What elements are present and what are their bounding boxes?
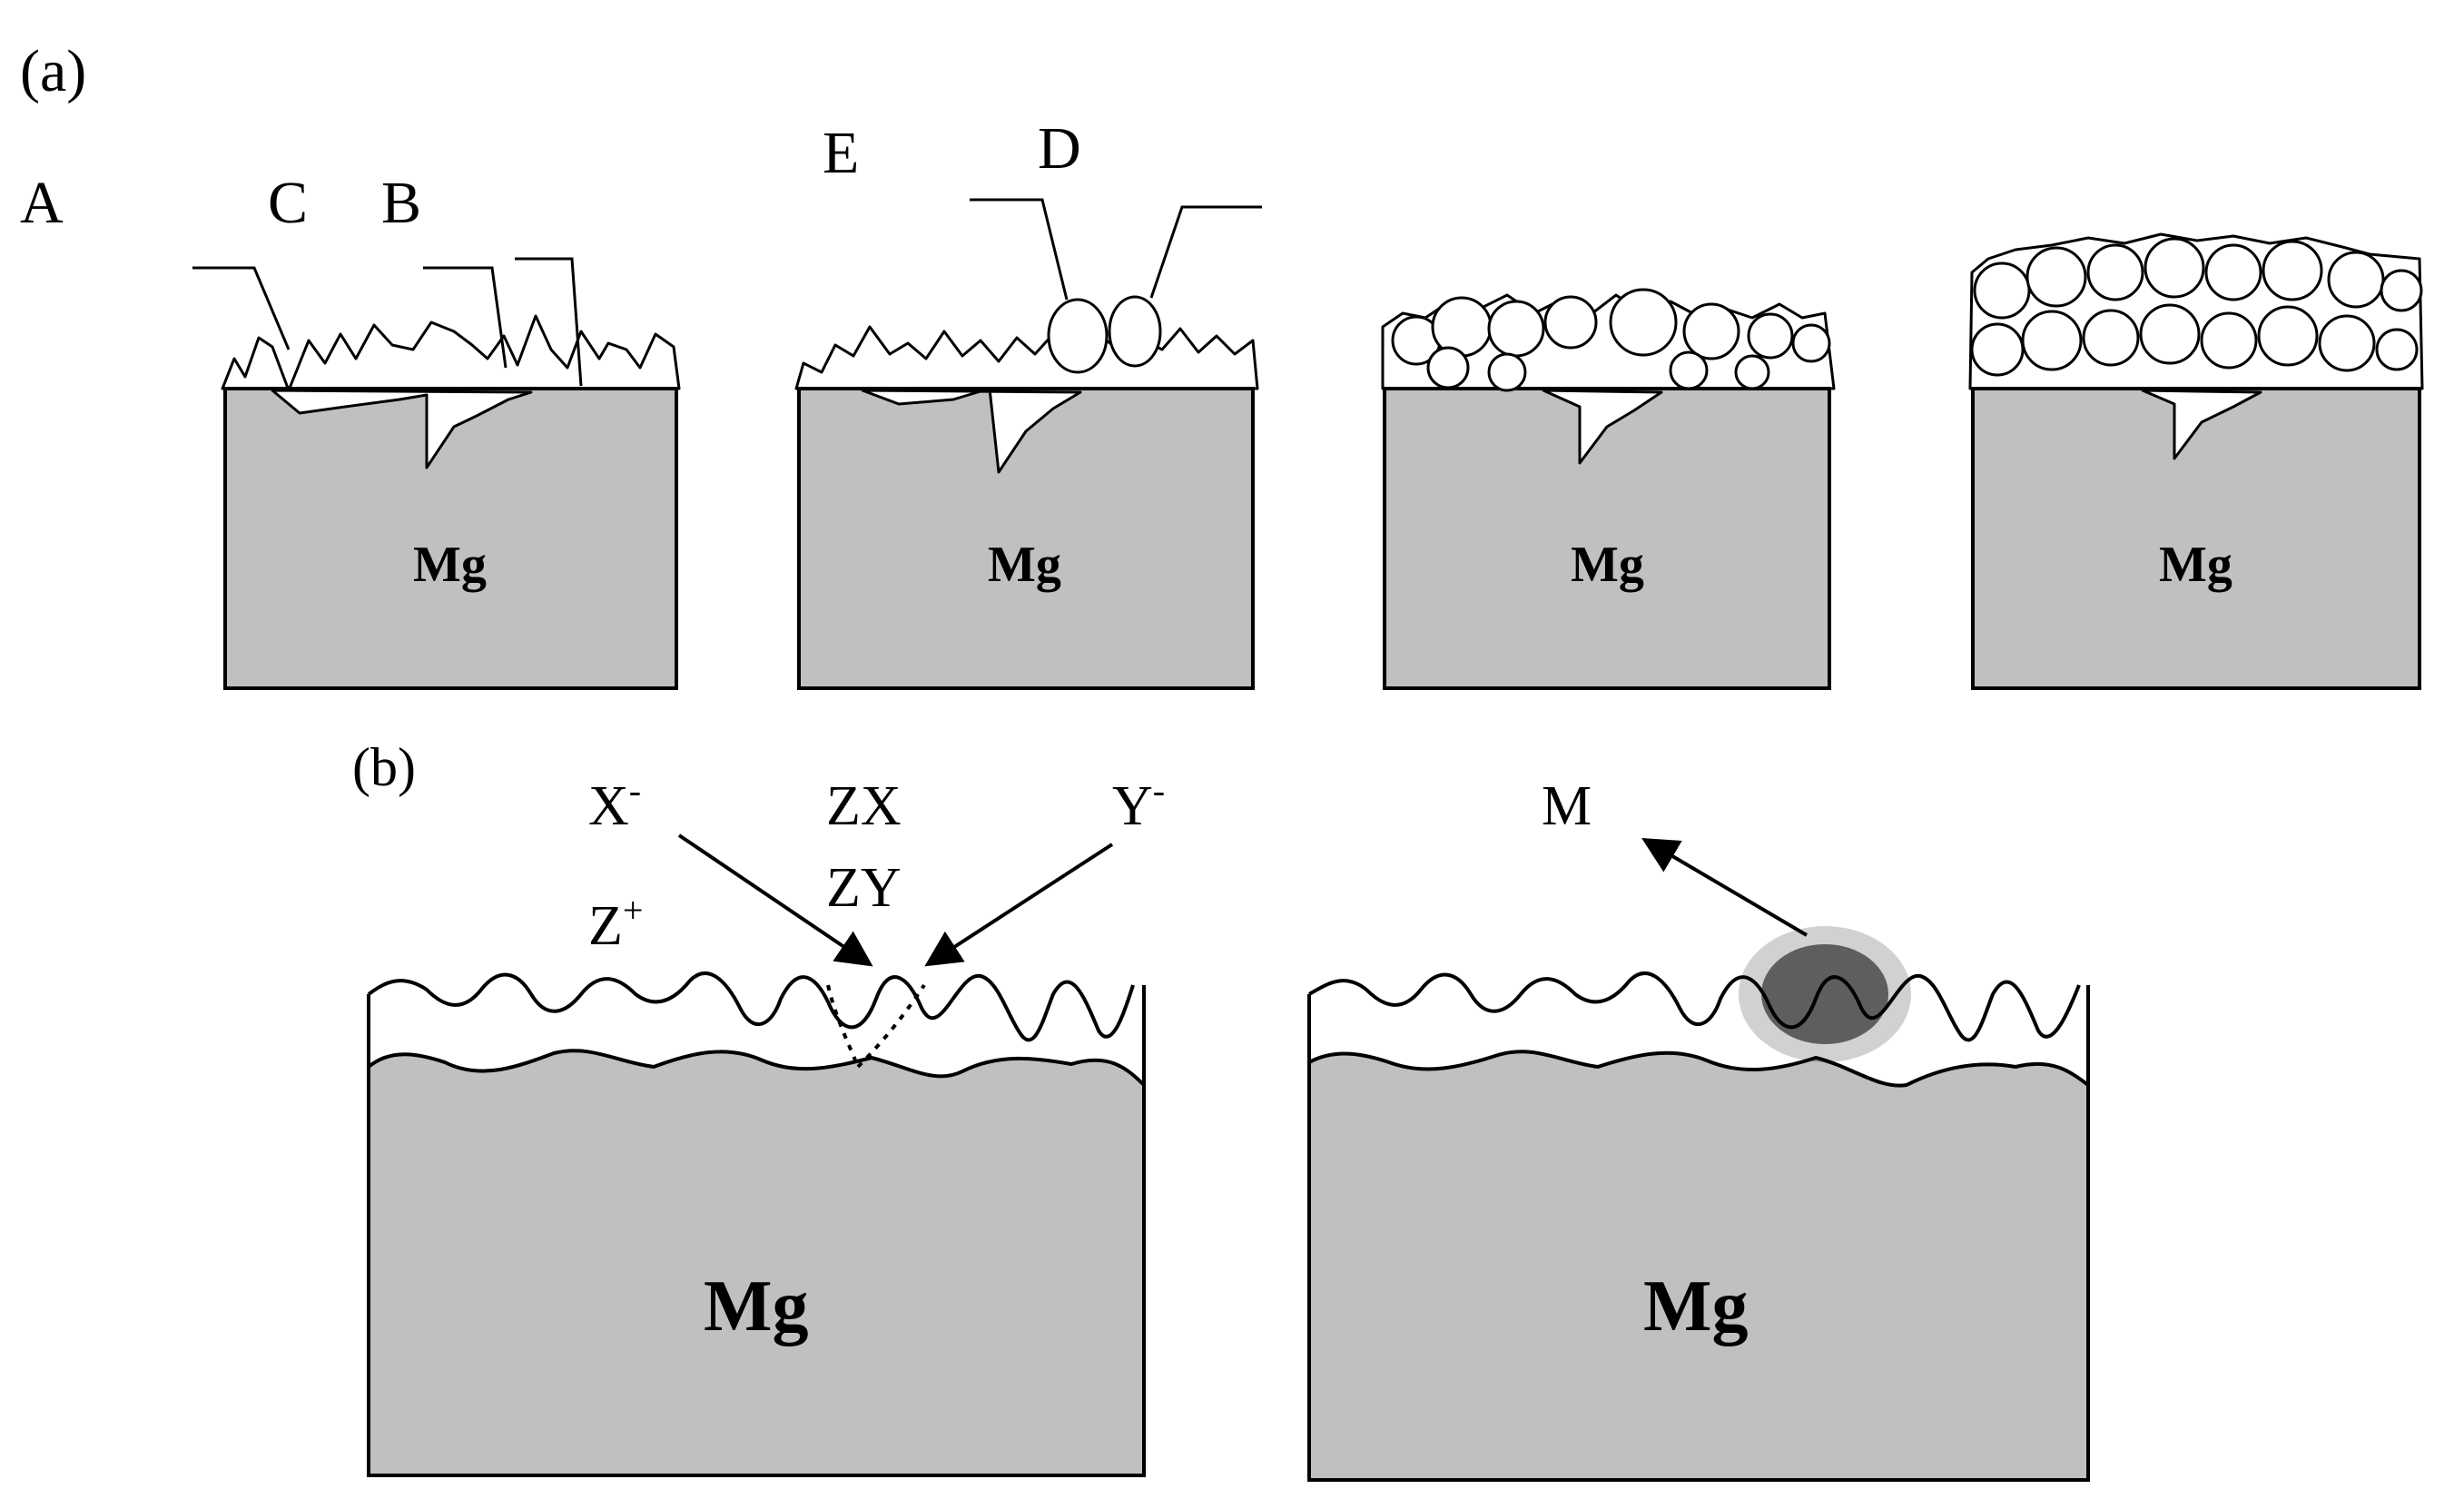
stage-4-grain bbox=[2257, 305, 2319, 367]
stage-3-grain bbox=[1487, 352, 1527, 392]
stage-4-grain bbox=[1973, 261, 2031, 320]
ion-y-minus-text: Y bbox=[1112, 775, 1153, 837]
stage-3-grains bbox=[1391, 288, 1831, 392]
stage-4-grain bbox=[2375, 328, 2419, 371]
ion-x-minus-sup: - bbox=[629, 770, 641, 811]
callout-a-label: A bbox=[20, 170, 64, 236]
stage-3-grain bbox=[1791, 323, 1831, 363]
ion-m-label: M bbox=[1542, 775, 1592, 837]
stage-4-grain bbox=[2200, 311, 2258, 370]
ion-y-minus-sup: - bbox=[1153, 770, 1165, 811]
panel-b-label: (b) bbox=[352, 737, 416, 797]
stage-4-grain bbox=[2318, 314, 2376, 372]
arrow-y-minus bbox=[924, 843, 1114, 967]
stage-4-grain bbox=[2144, 237, 2205, 299]
ion-z-plus-label: Z+ bbox=[588, 890, 643, 957]
panel-a-label: (a) bbox=[20, 38, 86, 104]
block-right-substrate bbox=[1307, 1050, 2090, 1482]
stage-4-grain bbox=[2025, 246, 2087, 308]
stage-2-film bbox=[794, 325, 1259, 390]
stage-2-mg-label: Mg bbox=[988, 537, 1061, 593]
block-left-substrate bbox=[367, 1049, 1146, 1477]
leader-b-2 bbox=[515, 257, 583, 387]
ion-zx-label: ZX bbox=[826, 775, 902, 837]
ion-z-plus-sup: + bbox=[623, 890, 644, 931]
stage-4-grain bbox=[2082, 309, 2140, 367]
stage-1-pit bbox=[271, 389, 533, 469]
block-left: Mg bbox=[367, 971, 1146, 1477]
ion-y-minus-label: Y- bbox=[1112, 770, 1165, 837]
stage-3-grain bbox=[1431, 296, 1493, 358]
leader-c bbox=[192, 266, 291, 350]
stage-3-grain bbox=[1747, 312, 1794, 360]
block-right-mg-label: Mg bbox=[1643, 1267, 1749, 1346]
stage-4-mg-label: Mg bbox=[2159, 537, 2232, 593]
stage-4-grain bbox=[2327, 251, 2385, 309]
stage-4-grain bbox=[2204, 243, 2262, 301]
particle-cloud-core bbox=[1761, 944, 1888, 1044]
stage-4-grain bbox=[2262, 240, 2323, 301]
stage-4-grain bbox=[2380, 269, 2423, 312]
stage-1-sketch: Mg bbox=[192, 257, 681, 690]
dissolution-particle-cloud bbox=[1739, 926, 1911, 1062]
arrow-m bbox=[1641, 837, 1809, 937]
particle-cloud-halo bbox=[1739, 926, 1911, 1062]
leader-d-2 bbox=[1149, 205, 1262, 299]
leader-d-1 bbox=[970, 198, 1069, 301]
stage-2-pit bbox=[861, 387, 1082, 474]
stage-4-sketch: Mg bbox=[1968, 232, 2424, 690]
stage-2-grain bbox=[1108, 295, 1162, 368]
stage-4-substrate bbox=[1971, 387, 2421, 690]
stage-3-grain bbox=[1426, 346, 1470, 390]
block-left-mg-label: Mg bbox=[704, 1267, 809, 1346]
stage-3-grain bbox=[1682, 302, 1740, 360]
stage-1-film bbox=[221, 314, 681, 392]
stage-3-grain bbox=[1669, 350, 1709, 390]
block-right: Mg bbox=[1307, 926, 2090, 1482]
leader-b-1 bbox=[423, 266, 508, 369]
stage-4-grain bbox=[2021, 310, 2083, 371]
stage-3-grain bbox=[1734, 354, 1770, 390]
stage-4-grain bbox=[2139, 303, 2201, 365]
stage-2-substrate bbox=[797, 387, 1255, 690]
stage-4-grain bbox=[1970, 322, 2025, 377]
ion-z-plus-text: Z bbox=[588, 895, 623, 957]
panel-b: (b) Mg Mg bbox=[352, 737, 2090, 1482]
stage-3-substrate bbox=[1383, 387, 1831, 690]
callout-e-label: E bbox=[823, 120, 859, 186]
callout-c-label: C bbox=[268, 170, 308, 236]
ion-x-minus-label: X- bbox=[588, 770, 641, 837]
callout-b-label: B bbox=[381, 170, 421, 236]
stage-3-pit bbox=[1542, 389, 1663, 465]
block-right-film-top bbox=[1308, 971, 2081, 1042]
stage-3-grain bbox=[1609, 288, 1678, 357]
callout-d-label: D bbox=[1038, 115, 1081, 182]
block-left-film-top bbox=[367, 971, 1135, 1042]
stage-4-pit bbox=[2141, 389, 2262, 460]
stage-3-grain bbox=[1543, 295, 1598, 350]
stage-1-substrate bbox=[223, 387, 678, 690]
ion-x-minus-text: X bbox=[588, 775, 629, 837]
stage-4-grain bbox=[2086, 243, 2144, 301]
stage-1-mg-label: Mg bbox=[413, 537, 487, 593]
panel-a: (a) A C B E D Mg Mg bbox=[20, 38, 2424, 690]
stage-2-sketch: Mg bbox=[794, 198, 1262, 690]
stage-3-grain bbox=[1487, 300, 1545, 358]
ion-zy-label: ZY bbox=[826, 857, 902, 919]
block-left-dashed-grain bbox=[826, 983, 926, 1069]
arrow-x-minus bbox=[677, 833, 873, 967]
stage-2-grain bbox=[1047, 298, 1109, 374]
stage-4-grains bbox=[1970, 237, 2423, 377]
stage-3-sketch: Mg bbox=[1381, 288, 1836, 690]
stage-3-mg-label: Mg bbox=[1571, 537, 1644, 593]
